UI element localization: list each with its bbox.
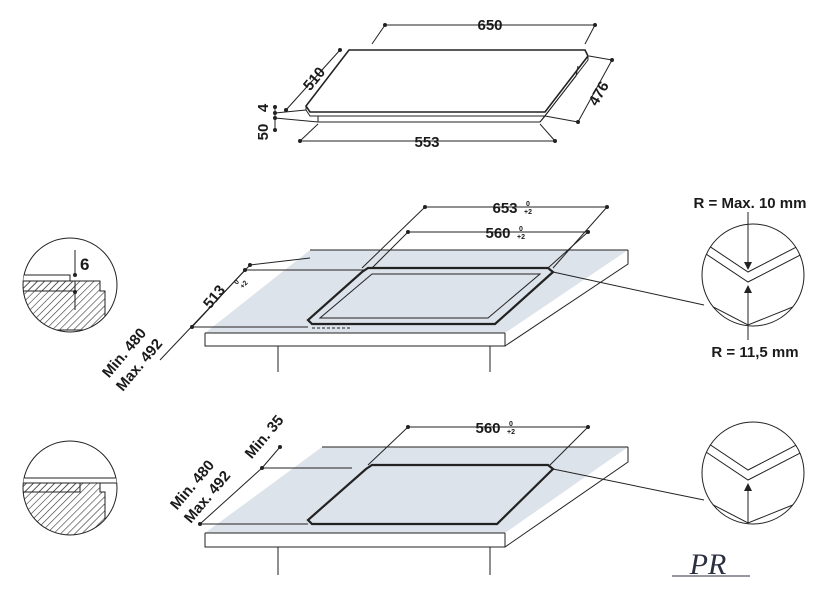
dim-650: 650 [477, 17, 502, 34]
svg-text:0: 0 [509, 421, 513, 428]
cutout-2 [306, 463, 555, 526]
dim-line-510 [285, 49, 341, 111]
dim-653: 653 [492, 200, 517, 217]
worktop-1 [205, 250, 628, 333]
min-35: Min. 35 [242, 412, 288, 462]
svg-text:+2: +2 [239, 280, 250, 291]
dim-50: 50 [255, 124, 272, 141]
dim-line-476 [577, 59, 613, 123]
detail-circle-right-1 [701, 223, 805, 327]
hob-glass-edge [305, 56, 589, 117]
brand-mark: PR [689, 548, 727, 581]
svg-text:0: 0 [233, 279, 241, 287]
detail-circle-right-2 [701, 421, 805, 525]
cutout-frame-drawing: 653 0 +2 560 0 +2 513 0 +2 Min. 480 Max.… [22, 195, 807, 395]
dim-513: 513 [200, 282, 229, 312]
dim-476: 476 [585, 79, 612, 109]
leader-right-2 [552, 468, 705, 501]
dim-553: 553 [414, 134, 439, 151]
svg-text:0: 0 [526, 201, 530, 208]
radius-max: R = Max. 10 mm [694, 195, 807, 212]
hob-glass-top [305, 49, 589, 113]
hob-base [317, 115, 546, 123]
dim-4: 4 [255, 103, 272, 112]
svg-text:+2: +2 [507, 429, 515, 436]
svg-text:+2: +2 [517, 234, 525, 241]
hob-drawing: 650 510 4 50 553 476 [255, 17, 614, 151]
dim-6: 6 [80, 255, 89, 274]
brand-logo: PR [672, 548, 750, 581]
svg-text:+2: +2 [524, 209, 532, 216]
svg-text:0: 0 [519, 226, 523, 233]
dim-560-frame: 560 [485, 225, 510, 242]
radius-inner: R = 11,5 mm [711, 344, 798, 361]
dim-560-flush: 560 [475, 420, 500, 437]
leader-right-1 [552, 271, 705, 306]
cutout-1 [306, 266, 555, 326]
